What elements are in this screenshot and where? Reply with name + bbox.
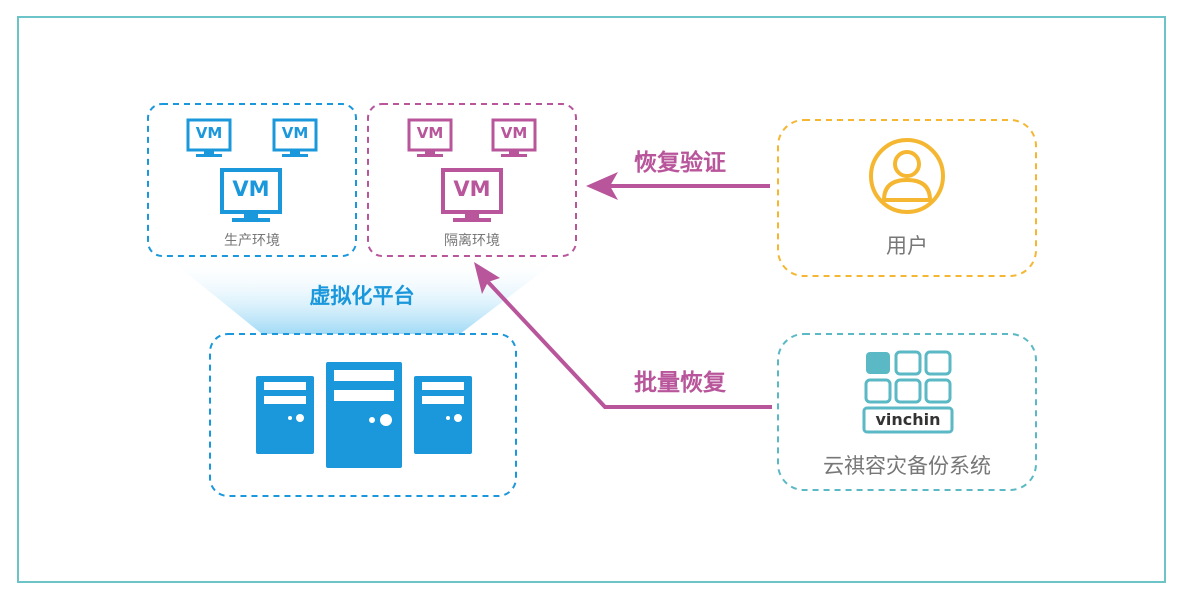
production-env-label: 生产环境: [224, 233, 280, 249]
backup-system-label: 云祺容灾备份系统: [823, 454, 991, 478]
user-label: 用户: [886, 234, 928, 258]
vm-label: VM: [453, 177, 491, 201]
vm-icon: [441, 168, 503, 222]
outer-frame: [17, 16, 1166, 583]
vm-icon: [407, 118, 453, 157]
isolation-env-box: [367, 103, 577, 257]
user-icon: [869, 138, 945, 214]
server-icon: [326, 362, 402, 468]
backup-system-box: [777, 333, 1037, 491]
platform-beam: [168, 258, 560, 334]
vm-icon: [186, 118, 232, 157]
verify-arrow: [586, 172, 770, 200]
restore-arrow: [474, 262, 772, 409]
user-box: [777, 119, 1037, 277]
vinchin-logo-text: vinchin: [875, 410, 941, 429]
vm-icon: [491, 118, 537, 157]
production-env-box: [147, 103, 357, 257]
vm-icon: [220, 168, 282, 222]
vinchin-logo: [862, 350, 954, 434]
isolation-env-label: 隔离环境: [444, 233, 500, 249]
server-icon: [256, 376, 314, 454]
server-box: [209, 333, 517, 497]
vm-icon: [272, 118, 318, 157]
vm-label: VM: [232, 177, 270, 201]
server-icon: [414, 376, 472, 454]
vm-label: VM: [416, 124, 444, 142]
vm-label: VM: [195, 124, 223, 142]
platform-label: 虚拟化平台: [309, 284, 415, 308]
restore-label: 批量恢复: [634, 370, 726, 396]
verify-label: 恢复验证: [634, 150, 726, 176]
vm-label: VM: [281, 124, 309, 142]
vm-label: VM: [500, 124, 528, 142]
